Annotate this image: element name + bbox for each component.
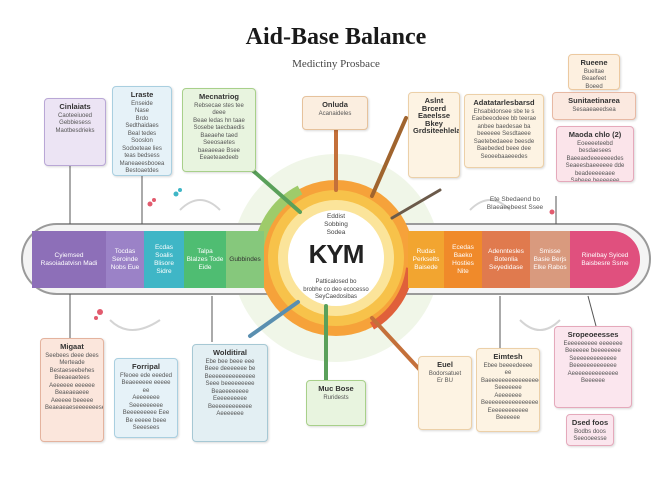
card-body: Ebee beeeedeeee ee Baeeeeeeeeeeeeeeee Se… bbox=[481, 362, 540, 422]
page-subtitle: Medictiny Prosbace bbox=[292, 58, 380, 70]
card-body: Rebsecae stes tee deee Beae ledas hn taa… bbox=[193, 102, 245, 162]
card-title: Onluda bbox=[322, 100, 348, 109]
center-main-text: KYM bbox=[308, 239, 365, 269]
bottom-card: Euel Bodorsatuet Er BU bbox=[418, 356, 472, 430]
top-card: Sunitaetinarea Sesaaeaeedsea bbox=[552, 92, 636, 120]
card-title: Mecnatriog bbox=[198, 92, 239, 101]
card-body: Bueltae Beaefeet Boeed bbox=[581, 68, 607, 90]
card-body: Sesaaeaeedsea bbox=[572, 106, 616, 113]
scale-segment: Cyiemsed Rasoiadatvisn Madi bbox=[32, 231, 106, 288]
card-title: Aslnt Brcerd Eaeelsse Bkey Grdsiteehlela bbox=[413, 96, 460, 135]
bottom-card: Muc Bose Ruridests bbox=[306, 380, 366, 426]
card-body: Seebees deee dees Merteade Bestaeseebehe… bbox=[45, 352, 104, 412]
bottom-card: Migaat Seebees deee dees Merteade Bestae… bbox=[40, 338, 104, 442]
top-card: Maoda chlo (2) Eoeeeeteebd besdaesees Ba… bbox=[556, 126, 634, 182]
pointer-right bbox=[390, 188, 442, 220]
card-title: Muc Bose bbox=[318, 384, 354, 393]
right-mid-label: Ete Sbedaend bo Blaeaeebeest Ssee bbox=[486, 196, 544, 211]
connectors bbox=[69, 166, 597, 348]
top-card: Mecnatriog Rebsecae stes tee deee Beae l… bbox=[182, 88, 256, 172]
card-title: Migaat bbox=[60, 342, 84, 351]
top-card: Adatatarlesbarsd Ehsabidonsee sbe te s E… bbox=[464, 94, 544, 168]
top-card: Rueene Bueltae Beaefeet Boeed bbox=[568, 54, 620, 90]
scale-segment: Gubbindes bbox=[226, 231, 264, 288]
scale-segment: Smisse Basie Berjs Elke Rabos bbox=[530, 231, 570, 288]
bottom-card: Wolditiral Ebe bee beee eee Beee deeeeee… bbox=[192, 344, 268, 442]
scale-segment: Ecdas Soalis Blisore Sidre bbox=[144, 231, 184, 288]
swirls bbox=[109, 199, 561, 331]
card-body: Eoeeeeteebd besdaesees Baeeaedeeeeeeedes… bbox=[565, 140, 625, 182]
pointer-bottom-right bbox=[370, 316, 422, 372]
card-title: Maoda chlo (2) bbox=[568, 130, 622, 139]
card-body: Ffeoee ede eeeded Beaeeeeee eeeee ee Aee… bbox=[119, 372, 173, 432]
pointer-bottom-left bbox=[248, 300, 300, 338]
bottom-card: Dsed foos Bodbs doos Seeooeesse bbox=[566, 414, 614, 446]
bottom-card: Forripal Ffeoee ede eeeded Beaeeeeee eee… bbox=[114, 358, 178, 438]
card-title: Sropeoeesses bbox=[567, 330, 619, 339]
pointer-top-left bbox=[248, 166, 302, 214]
card-body: Ehsabidonsee sbe te s Eaebeeodeee bb tee… bbox=[471, 108, 537, 160]
pointers bbox=[248, 116, 442, 388]
scale-segment: Adenntesles Botenlia Seyedidase bbox=[482, 231, 530, 288]
card-title: Lraste bbox=[130, 90, 154, 99]
scale-segment: Ecedas Baeko Hosties Nite bbox=[444, 231, 482, 288]
card-body: Ebe bee beee eee Beee deeeeeee be Beeeee… bbox=[204, 358, 256, 418]
page-title: Aid-Base Balance bbox=[245, 24, 427, 50]
card-title: Dsed foos bbox=[571, 418, 609, 427]
card-title: Cinlaiats bbox=[59, 102, 91, 111]
top-card: Lraste Enseide Nase Brdo Sedthaidaes Bea… bbox=[112, 86, 172, 176]
center-bottom-text: Patticalosed bo brobhe co deo ecocesso S… bbox=[303, 279, 369, 300]
card-title: Euel bbox=[437, 360, 453, 369]
center-disc bbox=[288, 210, 384, 306]
bottom-card: Sropeoeesses Eeeeeeeeee eeeeeee Beeeeee … bbox=[554, 326, 632, 408]
center-top-text: Eddist Sobbing Sodea bbox=[324, 213, 348, 236]
card-title: Eimtesh bbox=[493, 352, 523, 361]
card-body: Bodorsatuet Er BU bbox=[428, 370, 462, 385]
card-title: Rueene bbox=[580, 58, 608, 67]
card-body: Ruridests bbox=[323, 394, 349, 401]
scale-segment: Talpa Blalzes Tode Eide bbox=[184, 231, 226, 288]
card-body: Acanaideles bbox=[318, 110, 352, 117]
card-title: Forripal bbox=[132, 362, 160, 371]
top-card: Aslnt Brcerd Eaeelsse Bkey Grdsiteehlela bbox=[408, 92, 460, 178]
card-title: Sunitaetinarea bbox=[568, 96, 620, 105]
scale-segment: Rinelbay Syiced Baisbesre Ssme bbox=[570, 231, 640, 288]
card-body: Enseide Nase Brdo Sedthaidaes Beal tedes… bbox=[119, 100, 165, 175]
card-title: Wolditiral bbox=[212, 348, 248, 357]
card-body: Bodbs doos Seeooeesse bbox=[573, 428, 607, 443]
top-card: Cinlaiats Caoteeiuoed Gebbiesess Maotbes… bbox=[44, 98, 106, 166]
bottom-card: Eimtesh Ebee beeeedeeee ee Baeeeeeeeeeee… bbox=[476, 348, 540, 432]
pointer-top-right bbox=[370, 116, 408, 198]
splashes-teal bbox=[173, 188, 182, 197]
scale-segment: Rudas Perkselts Baisede bbox=[408, 231, 444, 288]
splashes bbox=[94, 198, 555, 320]
card-title: Adatatarlesbarsd bbox=[473, 98, 535, 107]
card-body: Eeeeeeeeee eeeeeee Beeeeee beeeeeeee See… bbox=[563, 340, 623, 385]
scale-segment: Tocdas Seroinde Nobs Eue bbox=[106, 231, 144, 288]
card-body: Caoteeiuoed Gebbiesess Maotbesdrieks bbox=[55, 112, 95, 134]
top-card: Onluda Acanaideles bbox=[302, 96, 368, 130]
